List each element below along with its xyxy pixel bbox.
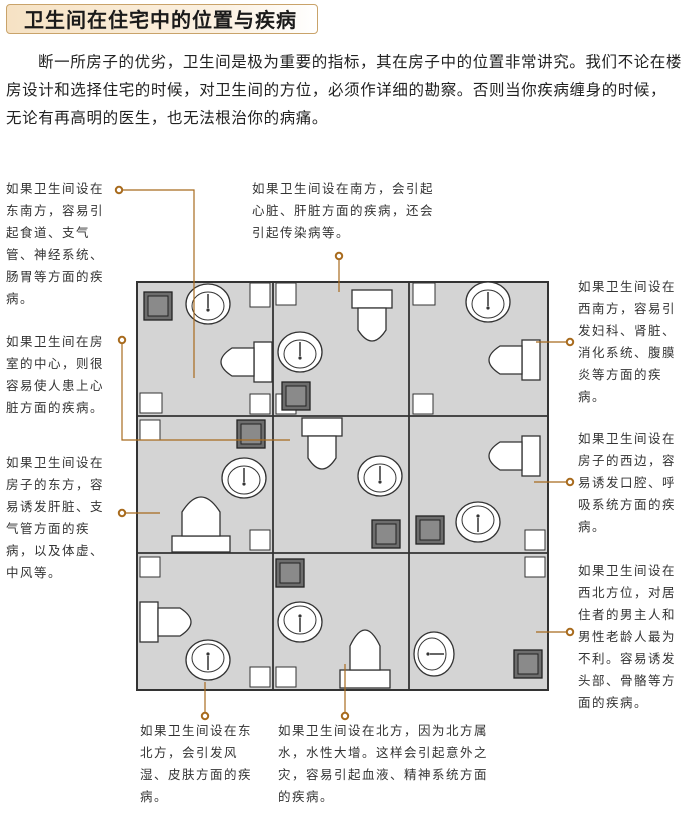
mat xyxy=(371,519,401,549)
mat xyxy=(143,291,173,321)
mat xyxy=(275,558,305,588)
note-northeast: 如果卫生间设在东北方，会引发风湿、皮肤方面的疾病。 xyxy=(140,723,253,804)
title-banner xyxy=(6,4,318,34)
mat xyxy=(415,515,445,545)
note-center: 如果卫生间在房室的中心，则很容易使人患上心脏方面的疾病。 xyxy=(6,334,105,415)
sink xyxy=(455,501,501,543)
note-east: 如果卫生间设在房子的东方，容易诱发肝脏、支气管方面的疾病，以及体虚、中风等。 xyxy=(6,455,105,580)
intro-paragraph: 断一所房子的优劣，卫生间是极为重要的指标，其在房子中的位置非常讲究。我们不论在楼… xyxy=(6,53,683,127)
note-north: 如果卫生间设在北方，因为北方属水，水性大增。这样会引起意外之灾，容易引起血液、精… xyxy=(278,723,489,804)
note-west: 如果卫生间设在房子的西边，容易诱发口腔、呼吸系统方面的疾病。 xyxy=(578,431,677,534)
sink xyxy=(221,457,267,499)
page-title: 卫生间在住宅中的位置与疾病 xyxy=(24,8,297,32)
note-northwest: 如果卫生间设在西北方位，对居住者的男主人和男性老龄人最为不利。容易诱发头部、骨骼… xyxy=(578,563,677,710)
note-south: 如果卫生间设在南方，会引起心脏、肝脏方面的疾病，还会引起传染病等。 xyxy=(252,181,435,240)
sink xyxy=(277,601,323,643)
note-southwest: 如果卫生间设在西南方，容易引发妇科、肾脏、消化系统、腹膜炎等方面的疾病。 xyxy=(578,279,677,404)
mat xyxy=(281,381,311,411)
note-southeast: 如果卫生间设在东南方，容易引起食道、支气管、神经系统、肠胃等方面的疾病。 xyxy=(6,181,105,306)
mat xyxy=(236,419,266,449)
sink xyxy=(185,639,231,681)
mat xyxy=(513,649,543,679)
sink xyxy=(185,283,231,325)
sink xyxy=(277,331,323,373)
floor-plan xyxy=(136,281,549,691)
sink xyxy=(413,631,455,677)
sink xyxy=(465,281,511,323)
sink xyxy=(357,455,403,497)
